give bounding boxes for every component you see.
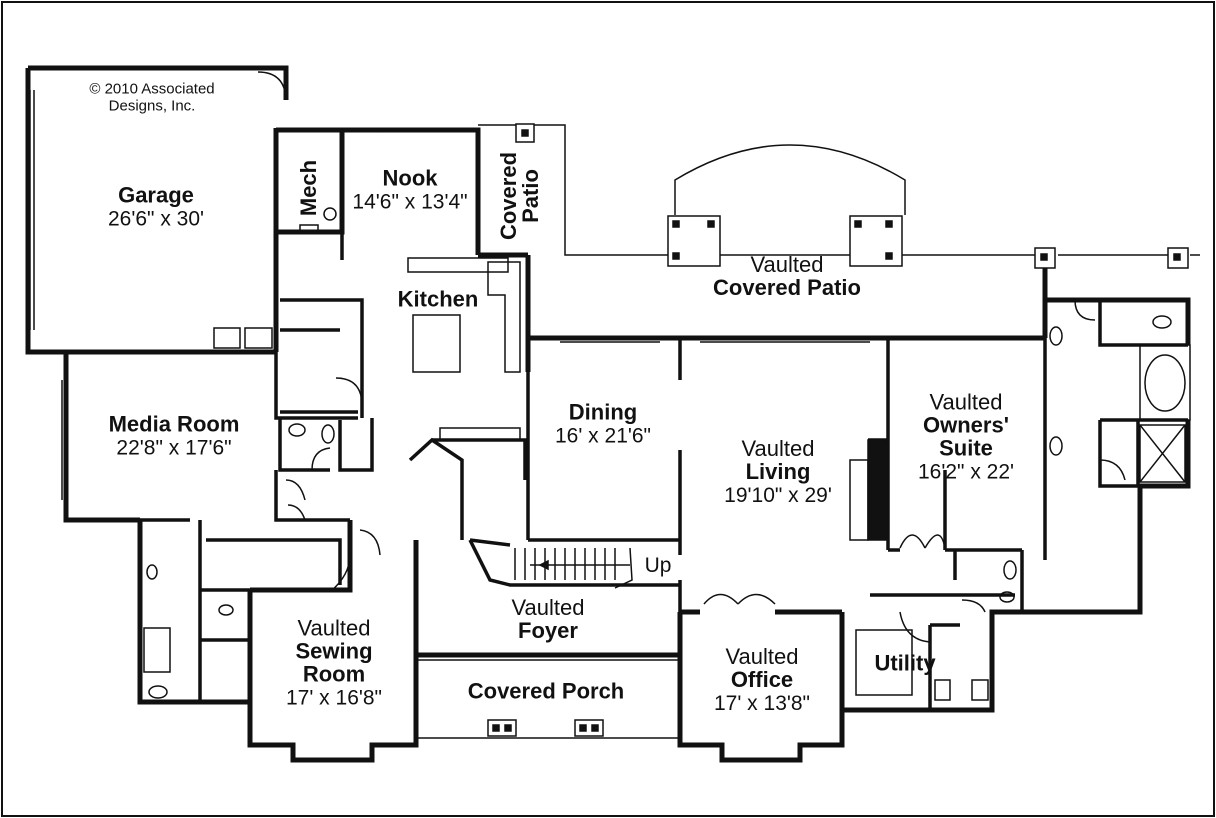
room-label-dining: Dining 16' x 21'6" xyxy=(555,400,651,447)
room-name-line-2: Sewing xyxy=(295,638,373,664)
room-name: Mech xyxy=(296,159,321,217)
room-name-line-2: Foyer xyxy=(518,618,578,643)
columns xyxy=(487,123,1189,737)
room-label-nook: Nook 14'6" x 13'4" xyxy=(352,166,467,213)
room-label-office: Vaulted Office 17' x 13'8" xyxy=(714,645,810,715)
room-name-line-1: Vaulted xyxy=(725,643,799,669)
room-dims: 16'2" x 22' xyxy=(917,460,1015,484)
room-dims: 22'8" x 17'6" xyxy=(116,436,232,460)
room-name-line-1: Vaulted xyxy=(297,615,371,641)
room-name-line-3: Suite xyxy=(939,435,993,461)
room-label-mech: Mech xyxy=(296,159,321,217)
room-label-covered-porch: Covered Porch xyxy=(468,679,625,702)
arrow xyxy=(538,559,549,571)
room-name-line-2: Owners' xyxy=(923,412,1009,438)
room-label-media-room: Media Room 22'8" x 17'6" xyxy=(109,412,240,459)
room-dims: 19'10" x 29' xyxy=(724,484,832,508)
room-name: Nook xyxy=(382,165,438,191)
room-name: Garage xyxy=(118,182,194,208)
room-name-line-2: Office xyxy=(730,666,794,692)
room-label-utility: Utility xyxy=(874,651,935,674)
room-label-living: Vaulted Living 19'10" x 29' xyxy=(724,437,832,507)
room-dims: 17' x 16'8" xyxy=(285,686,383,710)
room-name: Utility xyxy=(874,650,936,676)
room-name: Covered Porch xyxy=(467,678,625,704)
room-label-kitchen: Kitchen xyxy=(398,287,479,310)
room-label-garage: Garage 26'6" x 30' xyxy=(108,183,204,230)
room-label-owners-suite: Vaulted Owners' Suite 16'2" x 22' xyxy=(918,390,1014,483)
room-name-line-2: Living xyxy=(745,458,811,484)
copyright-line-2: Designs, Inc. xyxy=(108,97,196,114)
room-dims: 14'6" x 13'4" xyxy=(352,190,468,214)
room-dims: 17' x 13'8" xyxy=(713,692,811,716)
thin-lines xyxy=(29,71,1200,761)
interior-walls xyxy=(66,232,1188,710)
room-label-vaulted-covered-patio: Vaulted Covered Patio xyxy=(713,253,861,299)
stair-up-label: Up xyxy=(644,554,672,577)
room-name-line-1: Vaulted xyxy=(511,594,585,620)
copyright-notice: © 2010 Associated Designs, Inc. xyxy=(89,80,215,115)
room-name-line-1: Vaulted xyxy=(741,435,815,461)
room-dims: 26'6" x 30' xyxy=(107,207,205,231)
room-name: Kitchen xyxy=(397,286,479,312)
room-label-covered-patio-small: Covered Patio xyxy=(496,152,543,240)
room-name-line-1: Vaulted xyxy=(929,389,1003,415)
room-label-sewing-room: Vaulted Sewing Room 17' x 16'8" xyxy=(286,616,382,709)
room-name-line-3: Room xyxy=(302,661,366,687)
room-label-foyer: Vaulted Foyer xyxy=(512,596,585,642)
copyright-line-1: © 2010 Associated xyxy=(89,80,215,98)
room-name: Media Room xyxy=(108,411,240,437)
room-name-line-1: Vaulted xyxy=(750,251,824,277)
room-name-line-2: Patio xyxy=(518,169,543,223)
room-dims: 16' x 21'6" xyxy=(554,424,652,448)
room-name-line-2: Covered Patio xyxy=(713,275,861,300)
room-name: Dining xyxy=(568,399,638,425)
